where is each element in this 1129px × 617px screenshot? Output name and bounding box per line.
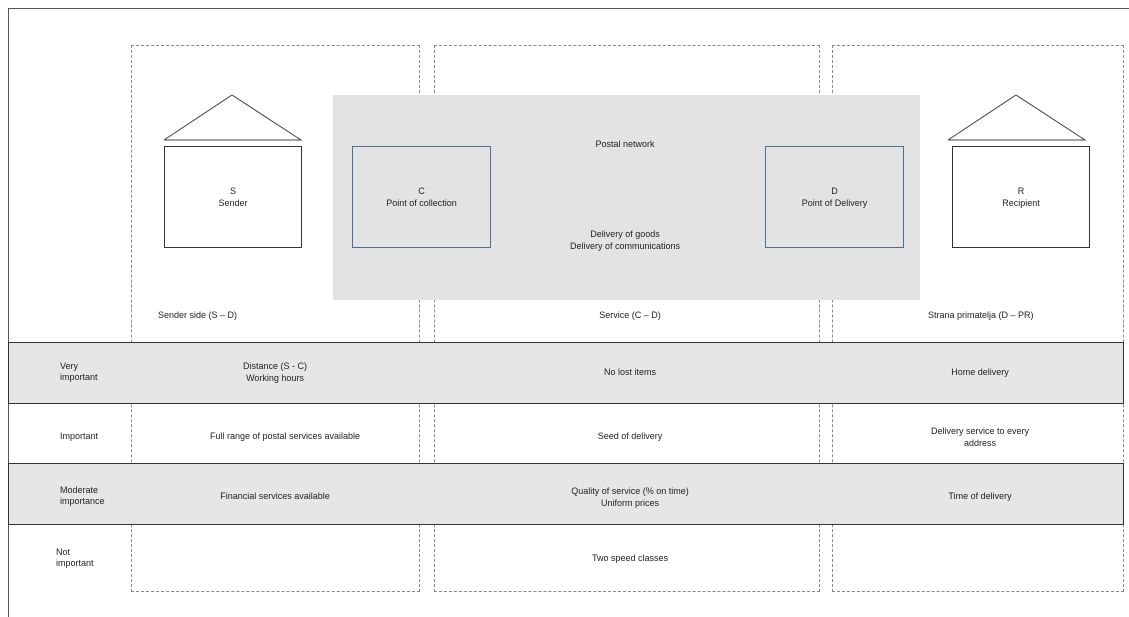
sender-code: S (229, 186, 236, 196)
criterion-line: Home delivery (951, 367, 1009, 377)
level-not-important: Not important (56, 541, 126, 575)
collection-box: C Point of collection (352, 146, 491, 248)
moderate-importance-band (8, 463, 1124, 525)
service-criterion-very-important: No lost items (480, 358, 780, 386)
sender-name: Sender (218, 198, 248, 208)
level-label-line: Important (60, 430, 99, 441)
service-criterion-moderate: Quality of service (% on time) Uniform p… (480, 482, 780, 512)
criterion-line: Delivery service to every (930, 426, 1030, 436)
sender-criterion-moderate: Financial services available (150, 482, 400, 510)
service-criterion-not-important: Two speed classes (480, 544, 780, 572)
recipient-criterion-important: Delivery service to every address (880, 422, 1080, 452)
sender-criterion-important: Full range of postal services available (150, 422, 420, 450)
collection-name: Point of collection (386, 198, 457, 208)
recipient-criterion-not-important (880, 544, 1080, 572)
criterion-line: Working hours (246, 373, 304, 383)
sender-criterion-very-important: Distance (S - C) Working hours (150, 358, 400, 386)
level-very-important: Very important (60, 355, 130, 389)
delivery-point-code: D (831, 186, 838, 196)
criterion-line: Quality of service (% on time) (571, 486, 689, 496)
frame-left-line (8, 8, 9, 617)
criterion-line: Financial services available (220, 491, 330, 501)
criterion-line: address (963, 438, 997, 448)
frame-top-line (8, 8, 1129, 9)
criterion-line: Distance (S - C) (242, 361, 307, 371)
criterion-line: Time of delivery (948, 491, 1012, 501)
service-label: Service (C – D) (599, 310, 661, 320)
network-line-communications: Delivery of communications (569, 241, 681, 251)
recipient-side-label: Strana primatelja (D – PR) (928, 309, 1034, 320)
criterion-line: No lost items (603, 367, 656, 377)
recipient-code: R (1017, 186, 1025, 196)
criterion-line: Uniform prices (600, 498, 659, 508)
recipient-column (832, 45, 1124, 592)
level-important: Important (60, 426, 130, 446)
recipient-criterion-very-important: Home delivery (880, 358, 1080, 386)
sender-criterion-not-important (150, 544, 400, 572)
network-description: Delivery of goods Delivery of communicat… (500, 226, 750, 254)
service-column (434, 45, 820, 592)
service-criterion-important: Seed of delivery (480, 422, 780, 450)
sender-side-label: Sender side (S – D) (158, 309, 238, 320)
level-label-line: Moderate (60, 485, 99, 495)
collection-code: C (418, 186, 425, 196)
level-label-line: Very (60, 361, 79, 371)
delivery-point-box: D Point of Delivery (765, 146, 904, 248)
criterion-line: Full range of postal services available (209, 431, 361, 441)
recipient-name: Recipient (1002, 198, 1040, 208)
level-label-line: important (60, 372, 98, 382)
delivery-point-name: Point of Delivery (801, 198, 868, 208)
network-title: Postal network (595, 139, 655, 149)
level-label-line: important (56, 558, 94, 568)
recipient-criterion-moderate: Time of delivery (880, 482, 1080, 510)
criterion-line: Two speed classes (591, 553, 669, 563)
criterion-line: Seed of delivery (597, 431, 663, 441)
very-important-band (8, 342, 1124, 404)
recipient-box: R Recipient (952, 146, 1090, 248)
network-line-goods: Delivery of goods (590, 229, 660, 239)
level-label-line: importance (60, 496, 105, 506)
sender-column (131, 45, 420, 592)
sender-box: S Sender (164, 146, 302, 248)
level-moderate-importance: Moderate importance (60, 479, 140, 513)
level-label-line: Not (56, 547, 71, 557)
